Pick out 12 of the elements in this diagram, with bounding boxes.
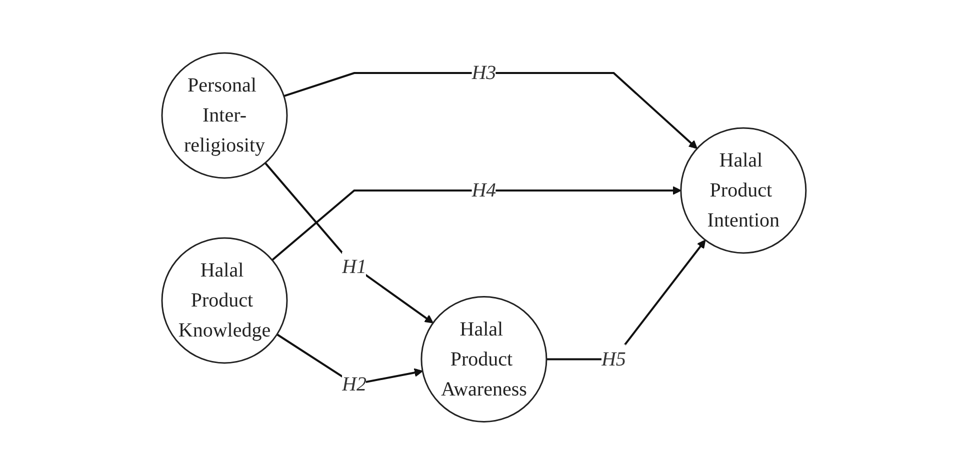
edge-label: H4 (472, 179, 496, 202)
node-circle: Personal Inter-religiosity (161, 52, 288, 178)
edge-label: H1 (342, 255, 366, 278)
arrow (284, 72, 698, 149)
node-circle: Halal Product Knowledge (161, 236, 288, 364)
edge-label: H3 (472, 62, 496, 84)
node-circle: Halal Product Awareness (420, 296, 548, 422)
arrow (272, 186, 682, 260)
edge-label: H5 (602, 348, 626, 370)
edge-label: H2 (342, 372, 366, 395)
arrow (264, 162, 434, 323)
node-circle: Halal Product Intention (680, 126, 807, 254)
